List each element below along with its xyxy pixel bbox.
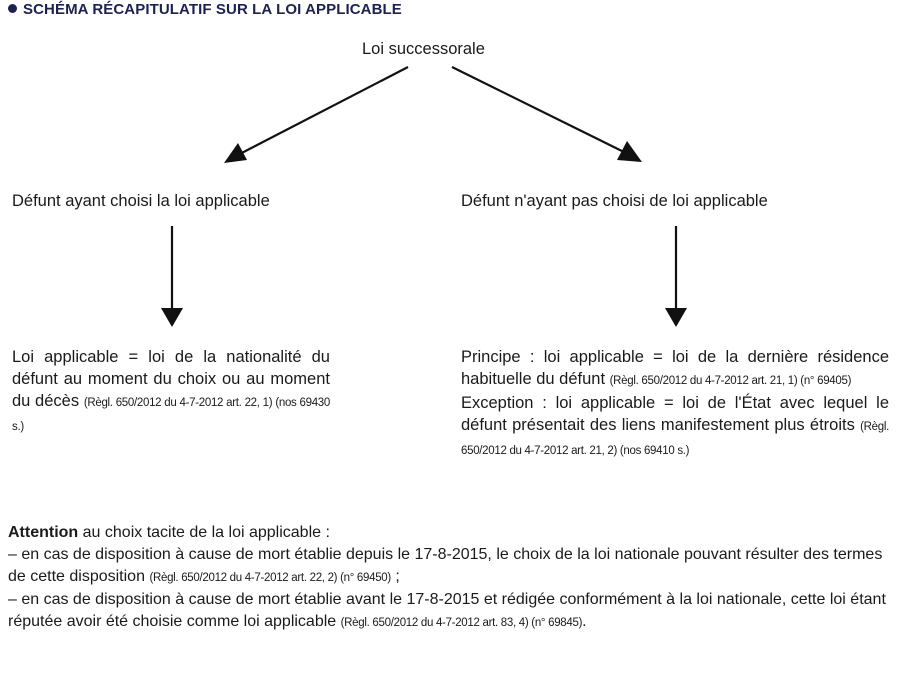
arrowhead-right — [617, 141, 642, 162]
note-item-1-end: ; — [390, 568, 400, 585]
right-heading: Défunt n'ayant pas choisi de loi applica… — [461, 192, 768, 210]
principle-text: Principe : loi applicable = loi de la de… — [461, 348, 889, 388]
principle-reference: (Règl. 650/2012 du 4-7-2012 art. 21, 1) … — [609, 375, 852, 387]
note-item-2-reference: (Règl. 650/2012 du 4-7-2012 art. 83, 4) … — [340, 617, 583, 629]
exception-reference: (Règl. 650/2012 du 4-7-2012 art. 21, 2) … — [461, 421, 889, 457]
left-conclusion: Loi applicable = loi de la nationalité d… — [12, 346, 330, 438]
bullet-icon — [8, 4, 17, 13]
note-bold: Attention — [8, 524, 79, 541]
note-item-1-reference: (Règl. 650/2012 du 4-7-2012 art. 22, 2) … — [149, 572, 391, 584]
section-title-text: SCHÉMA RÉCAPITULATIF SUR LA LOI APPLICAB… — [23, 1, 402, 18]
section-title: SCHÉMA RÉCAPITULATIF SUR LA LOI APPLICAB… — [8, 1, 402, 18]
arrowhead-left-down — [161, 308, 183, 327]
note-intro: au choix tacite de la loi applicable : — [78, 524, 330, 541]
left-conclusion-text: Loi applicable = loi de la nationalité d… — [12, 348, 330, 410]
note-item-2-end: . — [582, 613, 587, 630]
arrow-root-right — [451, 66, 631, 156]
note-block: Attention au choix tacite de la loi appl… — [8, 522, 898, 634]
arrowhead-right-down — [665, 308, 687, 327]
left-reference: (Règl. 650/2012 du 4-7-2012 art. 22, 1) … — [12, 397, 330, 433]
left-heading: Défunt ayant choisi la loi applicable — [12, 192, 270, 210]
right-conclusion: Principe : loi applicable = loi de la de… — [461, 346, 889, 462]
root-node: Loi successorale — [362, 40, 485, 58]
note-item-1: – en cas de disposition à cause de mort … — [8, 546, 883, 585]
arrowhead-left — [224, 143, 247, 163]
note-item-2: – en cas de disposition à cause de mort … — [8, 591, 886, 630]
exception-text: Exception : loi applicable = loi de l'Ét… — [461, 394, 889, 434]
arrow-root-left — [231, 66, 409, 159]
